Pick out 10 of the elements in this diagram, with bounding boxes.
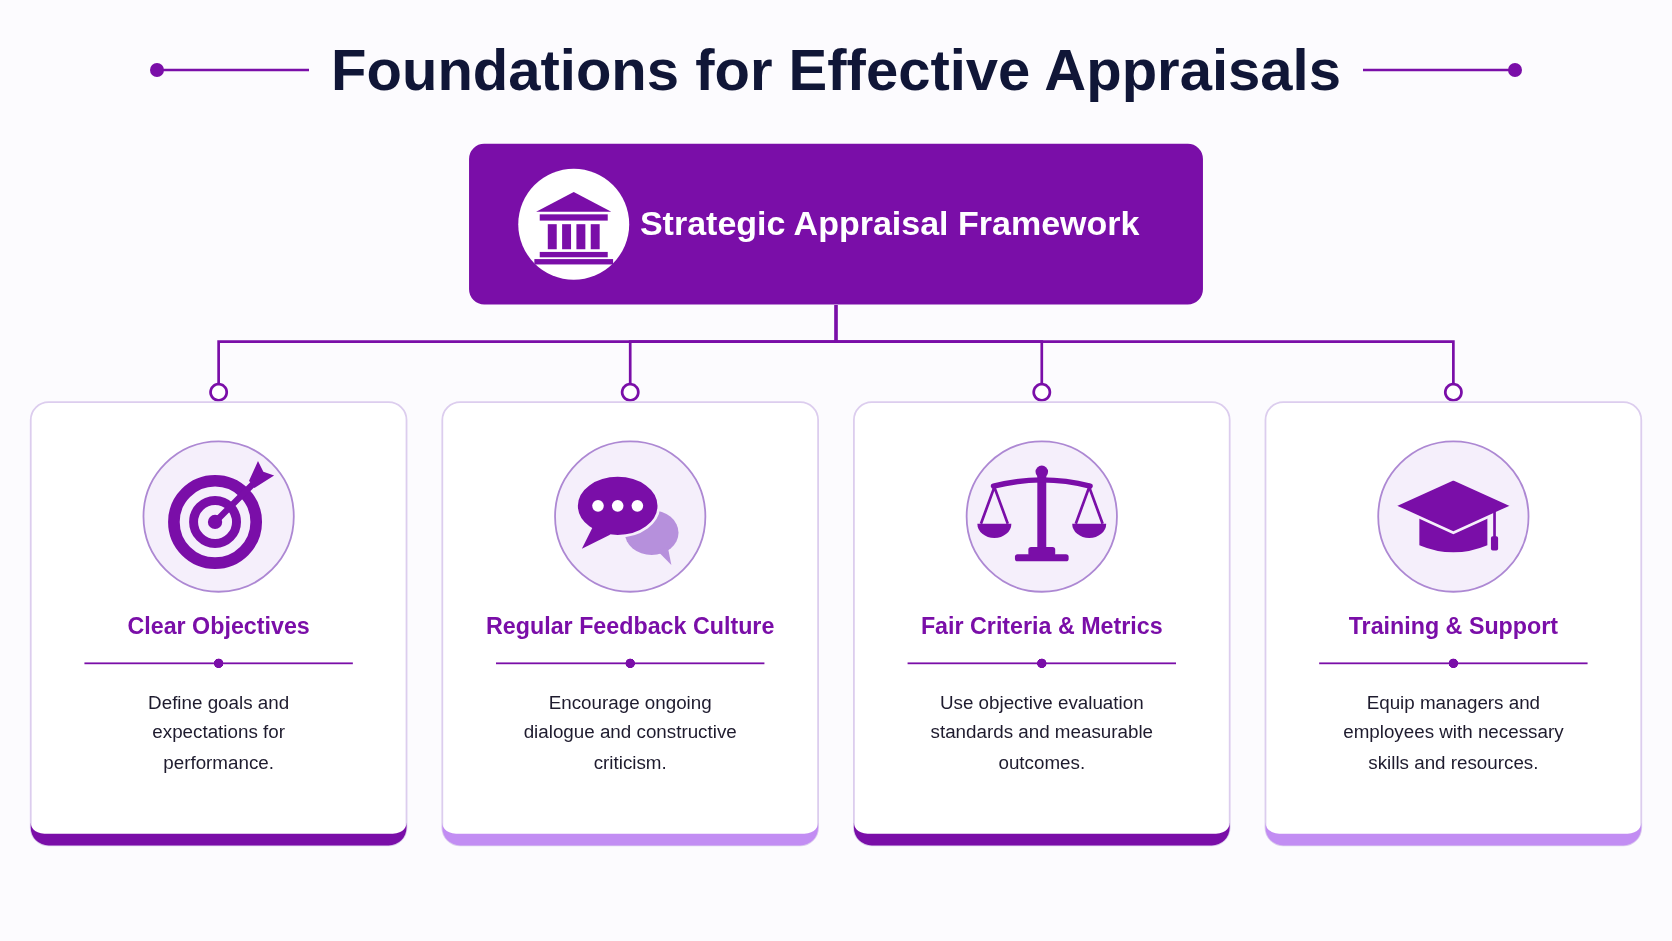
card-title: Training & Support: [1347, 611, 1560, 642]
card-description: Encourage ongoing dialogue and constructive criticism.: [522, 690, 738, 775]
banner-title: Strategic Appraisal Framework: [639, 203, 1140, 245]
card-title: Regular Feedback Culture: [485, 611, 776, 642]
card-description: Define goals and expectations for performance.: [147, 690, 291, 775]
title: Foundations for Effective Appraisals: [331, 36, 1341, 105]
card-description: Equip managers and employees with necessary skills and resources.: [1342, 690, 1565, 775]
card-title: Clear Objectives: [126, 611, 311, 642]
card-title: Fair Criteria & Metrics: [919, 611, 1164, 642]
card-description: Use objective evaluation standards and measurable outcomes.: [929, 690, 1155, 775]
